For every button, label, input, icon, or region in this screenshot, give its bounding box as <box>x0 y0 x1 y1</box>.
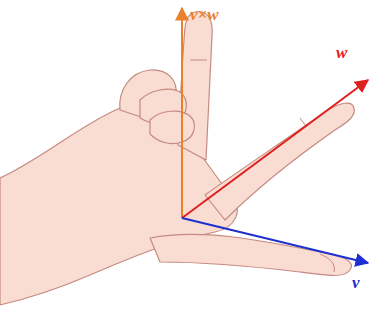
vector-v-label: v <box>352 274 360 291</box>
vector-w-label: w <box>336 44 347 61</box>
cross-product-label: v×w <box>190 6 219 23</box>
